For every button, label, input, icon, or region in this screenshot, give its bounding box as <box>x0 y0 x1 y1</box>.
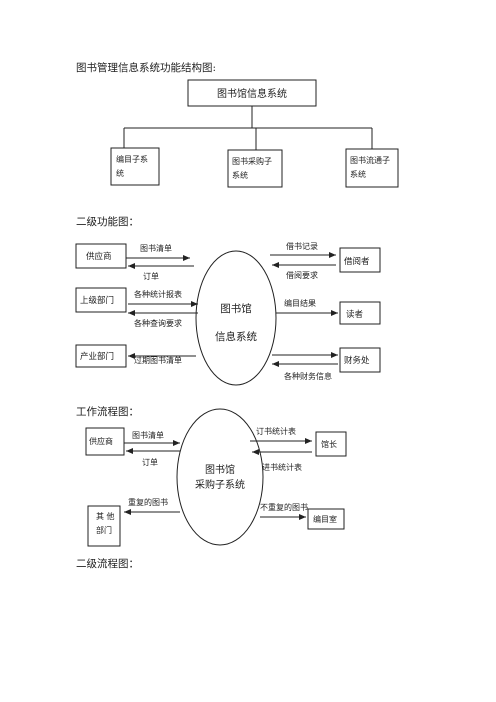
flow-label-catalog-results: 编目结果 <box>284 298 316 308</box>
function-center-label: 信息系统 <box>215 330 257 343</box>
box-catalog-room-label: 编目室 <box>313 514 337 524</box>
flow-label-borrow-records: 借书记录 <box>286 241 318 251</box>
box-supplier-label: 供应商 <box>86 251 112 262</box>
flow-label-order: 订单 <box>143 271 159 281</box>
box-finance-label: 财务处 <box>344 355 370 366</box>
box-supplier-label: 供应商 <box>89 436 113 446</box>
box-director-label: 馆长 <box>321 439 337 449</box>
flow-label-order-stats: 订书统计表 <box>256 426 296 436</box>
structure-child-label: 图书采购子 <box>232 156 272 166</box>
box-superior-dept-label: 上级部门 <box>80 295 114 306</box>
flow-label-stat-reports: 各种统计报表 <box>134 289 182 299</box>
box-catalog-room <box>307 508 345 530</box>
workflow-center-label: 图书馆 <box>205 463 235 476</box>
structure-child-label: 图书流通子 <box>350 155 390 165</box>
box-industry-dept <box>75 344 127 368</box>
heading-workflow: 工作流程图： <box>76 406 139 418</box>
structure-root-label: 图书馆信息系统 <box>217 87 287 100</box>
flow-label-book-list: 图书清单 <box>140 243 172 253</box>
structure-child-label: 统 <box>116 168 124 178</box>
flow-label-order: 订单 <box>142 457 158 467</box>
function-center-label: 图书馆 <box>220 302 252 315</box>
heading-level2-function: 二级功能图： <box>76 216 139 228</box>
box-borrower-label: 借阅者 <box>344 256 370 267</box>
structure-child-box-purchasing <box>227 149 283 188</box>
structure-root-box <box>187 79 317 107</box>
box-superior-dept <box>75 287 127 313</box>
function-diagram: 图书馆 信息系统 供应商 上级部门 产业部门 借阅者 读者 财务处 图书清单 订… <box>75 241 381 386</box>
box-borrower <box>339 247 381 273</box>
workflow-center-ellipse <box>176 408 264 546</box>
box-industry-dept-label: 产业部门 <box>80 351 114 362</box>
heading-structure-chart: 图书管理信息系统功能结构图: <box>76 62 217 74</box>
flow-label-purchase-stats: 进书统计表 <box>262 462 302 472</box>
workflow-diagram: 图书馆 采购子系统 供应商 馆长 其 他 部门 编目室 图书清单 订单 订书统计… <box>85 408 347 547</box>
flow-label-overdue-list: 过期图书清单 <box>134 355 182 365</box>
box-reader <box>339 301 381 325</box>
flow-label-borrow-requests: 借阅要求 <box>286 270 318 280</box>
structure-chart: 图书馆信息系统 编目子系 统 图书采购子 系统 图书流通子 系统 <box>110 79 399 188</box>
structure-child-box-catalog <box>110 147 160 186</box>
structure-child-label: 系统 <box>232 170 248 180</box>
box-supplier <box>75 243 127 269</box>
workflow-center-label: 采购子系统 <box>195 478 245 491</box>
box-reader-label: 读者 <box>346 309 364 320</box>
box-other-dept-label: 部门 <box>96 525 112 535</box>
structure-child-box-circulation <box>345 148 399 188</box>
box-other-dept <box>87 505 121 547</box>
structure-child-label: 编目子系 <box>116 154 148 164</box>
structure-child-label: 系统 <box>350 169 366 179</box>
heading-level2-flow: 二级流程图： <box>76 558 139 570</box>
flow-label-non-duplicate-books: 不重复的图书 <box>260 502 308 512</box>
flow-label-duplicate-books: 重复的图书 <box>128 497 168 507</box>
box-other-dept-label: 其 他 <box>96 511 115 521</box>
flow-label-book-list: 图书清单 <box>132 430 164 440</box>
box-director <box>315 431 347 457</box>
function-center-ellipse <box>195 250 277 386</box>
box-supplier <box>85 427 125 456</box>
flow-label-queries: 各种查询要求 <box>134 318 182 328</box>
flow-label-financial-info: 各种财务信息 <box>284 371 332 381</box>
box-finance <box>339 347 381 373</box>
